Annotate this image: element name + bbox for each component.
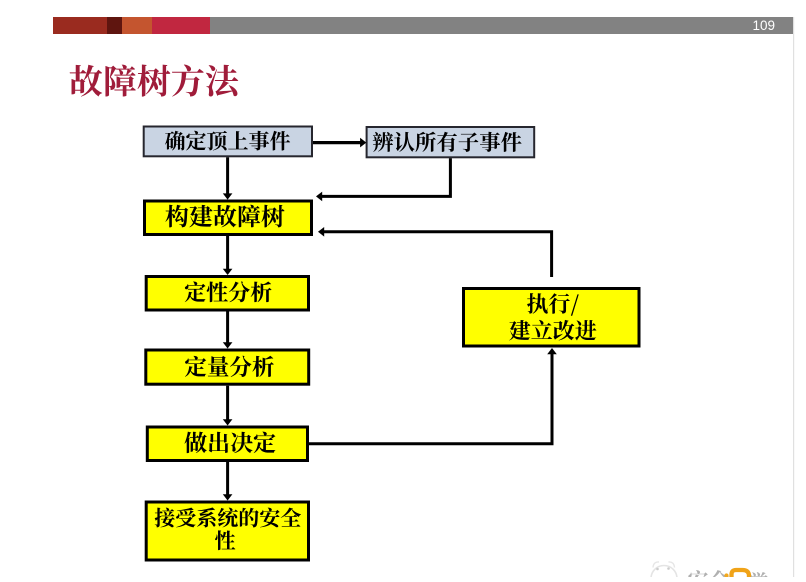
svg-text:109: 109	[752, 18, 775, 33]
